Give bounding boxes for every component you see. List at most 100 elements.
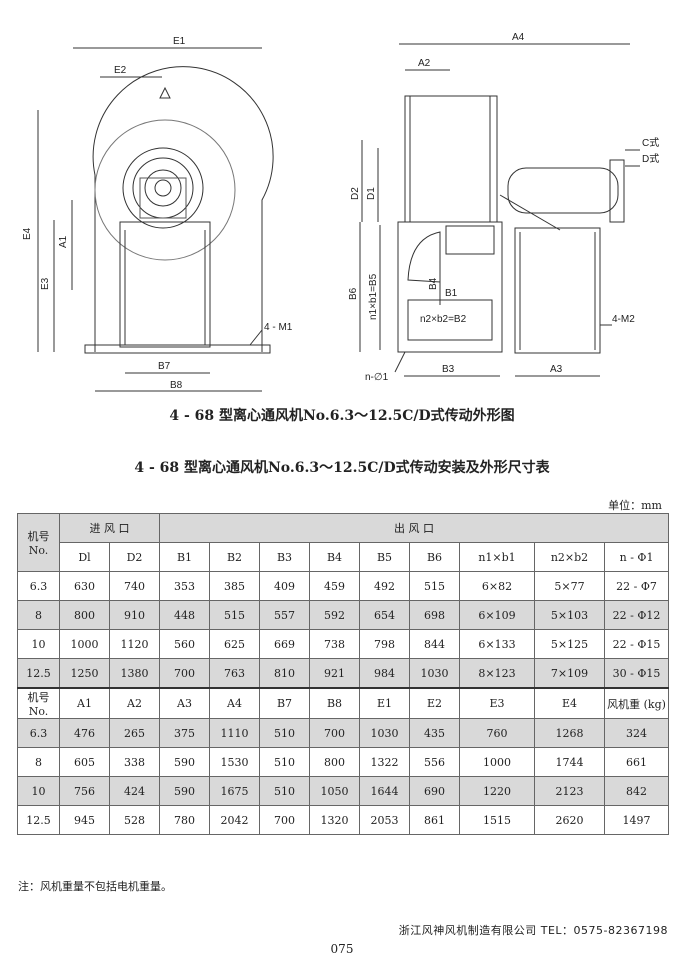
sub-header: n2×b2 <box>534 542 605 572</box>
sub-header: B4 <box>309 542 360 572</box>
dim-A2: A2 <box>418 58 431 69</box>
dim-E2: E2 <box>114 65 127 76</box>
table-cell: 10 <box>17 776 60 806</box>
table-cell: 375 <box>159 718 210 748</box>
table2-header: E3 <box>459 687 535 719</box>
table-cell: 700 <box>259 805 310 835</box>
table-cell: 984 <box>359 658 410 689</box>
dim-E1: E1 <box>173 36 186 47</box>
table-cell: 921 <box>309 658 360 689</box>
table-cell: 6.3 <box>17 571 60 601</box>
dim-B3: B3 <box>442 364 455 375</box>
table-cell: 2053 <box>359 805 410 835</box>
table2-header: B8 <box>309 687 360 719</box>
table-cell: 2123 <box>534 776 605 806</box>
table-cell: 510 <box>259 776 310 806</box>
sub-header: B5 <box>359 542 410 572</box>
dim-D2: D2 <box>350 187 361 200</box>
table-cell: 842 <box>603 776 670 806</box>
table-cell: 780 <box>159 805 210 835</box>
table-cell: 435 <box>409 718 460 748</box>
table-cell: 5×103 <box>534 600 605 630</box>
table-cell: 661 <box>603 747 670 777</box>
table-cell: 1675 <box>209 776 260 806</box>
table-cell: 763 <box>209 658 260 689</box>
table-cell: 861 <box>409 805 460 835</box>
table2-header: E2 <box>409 687 460 719</box>
table-cell: 1000 <box>59 629 110 659</box>
table-cell: 409 <box>259 571 310 601</box>
table-cell: 6×109 <box>459 600 535 630</box>
table2-header: E1 <box>359 687 410 719</box>
dim-B6: B6 <box>348 287 359 300</box>
sub-header: B1 <box>159 542 210 572</box>
table-cell: 1322 <box>359 747 410 777</box>
table-cell: 448 <box>159 600 210 630</box>
sub-header: B3 <box>259 542 310 572</box>
table-cell: 798 <box>359 629 410 659</box>
dim-n2b2: n2×b2=B2 <box>420 314 467 325</box>
table-cell: 1497 <box>603 805 670 835</box>
table-cell: 1515 <box>459 805 535 835</box>
table-cell: 5×125 <box>534 629 605 659</box>
table2-header: A1 <box>59 687 110 719</box>
table-cell: 1380 <box>109 658 160 689</box>
table-cell: 510 <box>259 747 310 777</box>
table-cell: 625 <box>209 629 260 659</box>
table-cell: 590 <box>159 776 210 806</box>
label-C-type: C式 <box>642 136 659 149</box>
table-cell: 1110 <box>209 718 260 748</box>
table2-header: E4 <box>534 687 605 719</box>
table-cell: 844 <box>409 629 460 659</box>
note: 注：风机重量不包括电机重量。 <box>18 880 172 893</box>
table-cell: 740 <box>109 571 160 601</box>
table-cell: 515 <box>409 571 460 601</box>
table-cell: 2042 <box>209 805 260 835</box>
table-cell: 1120 <box>109 629 160 659</box>
dim-D1: D1 <box>366 187 377 200</box>
table-cell: 1030 <box>359 718 410 748</box>
sub-header: n1×b1 <box>459 542 535 572</box>
table-cell: 592 <box>309 600 360 630</box>
dim-E4: E4 <box>22 227 33 240</box>
table-cell: 1000 <box>459 747 535 777</box>
table-cell: 8 <box>17 600 60 630</box>
table-cell: 630 <box>59 571 110 601</box>
dim-nphi: n-∅1 <box>365 372 389 383</box>
table-cell: 8×123 <box>459 658 535 689</box>
dim-M1: 4 - M1 <box>264 322 293 333</box>
table-cell: 12.5 <box>17 658 60 689</box>
table2-header: A4 <box>209 687 260 719</box>
table-cell: 2620 <box>534 805 605 835</box>
table-cell: 12.5 <box>17 805 60 835</box>
table-cell: 424 <box>109 776 160 806</box>
table-cell: 800 <box>309 747 360 777</box>
table-cell: 5×77 <box>534 571 605 601</box>
table-cell: 338 <box>109 747 160 777</box>
inlet-header: 进 风 口 <box>59 513 160 543</box>
label-D-type: D式 <box>642 152 659 165</box>
table-cell: 605 <box>59 747 110 777</box>
outlet-header: 出 风 口 <box>158 513 670 543</box>
table2-header: B7 <box>259 687 310 719</box>
table-caption: 4 - 68 型离心通风机No.6.3～12.5C/D式传动安装及外形尺寸表 <box>134 460 550 476</box>
table-cell: 8 <box>17 747 60 777</box>
table-cell: 6×133 <box>459 629 535 659</box>
sub-header: D2 <box>109 542 160 572</box>
sub-header: B6 <box>409 542 460 572</box>
table-cell: 324 <box>603 718 670 748</box>
table-cell: 590 <box>159 747 210 777</box>
table-cell: 698 <box>409 600 460 630</box>
table-cell: 1050 <box>309 776 360 806</box>
table-cell: 476 <box>59 718 110 748</box>
dim-E3: E3 <box>40 277 51 290</box>
table-cell: 22 - Φ12 <box>603 600 670 630</box>
sub-header: n - Φ1 <box>603 542 670 572</box>
